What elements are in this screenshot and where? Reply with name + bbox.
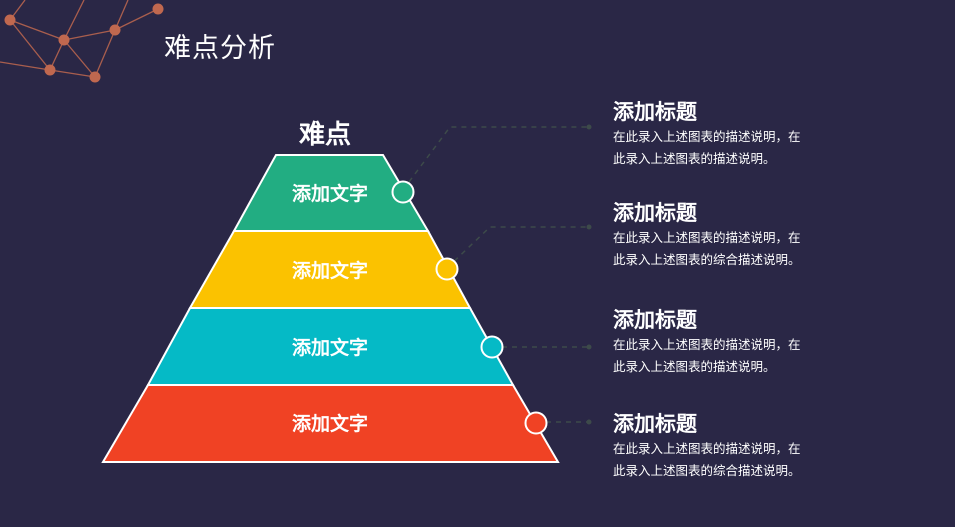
- page-title: 难点分析: [164, 33, 276, 64]
- connector-lines: [402, 126, 588, 423]
- info-item-desc-line: 在此录入上述图表的描述说明，在: [613, 441, 801, 456]
- pyramid-title: 难点: [299, 120, 352, 150]
- info-item-3: 添加标题 在此录入上述图表的描述说明，在 此录入上述图表的描述说明。: [613, 307, 853, 378]
- info-item-1: 添加标题 在此录入上述图表的描述说明，在 此录入上述图表的描述说明。: [613, 99, 853, 170]
- info-item-title: 添加标题: [613, 308, 697, 332]
- info-item-desc-line: 此录入上述图表的综合描述说明。: [613, 252, 801, 267]
- info-item-desc: 在此录入上述图表的描述说明，在 此录入上述图表的描述说明。: [613, 126, 853, 170]
- info-item-desc-line: 此录入上述图表的描述说明。: [613, 151, 776, 166]
- connector-end-dot-3: [586, 344, 592, 350]
- node-circle-4: [524, 411, 548, 435]
- node-circle-2: [435, 257, 459, 281]
- info-item-4: 添加标题 在此录入上述图表的描述说明，在 此录入上述图表的综合描述说明。: [613, 411, 853, 482]
- info-item-desc-line: 在此录入上述图表的描述说明，在: [613, 337, 801, 352]
- network-decoration: [0, 0, 164, 83]
- info-item-title: 添加标题: [613, 412, 697, 436]
- node-circle-1: [391, 180, 415, 204]
- info-item-2: 添加标题 在此录入上述图表的描述说明，在 此录入上述图表的综合描述说明。: [613, 200, 853, 271]
- info-item-desc: 在此录入上述图表的描述说明，在 此录入上述图表的描述说明。: [613, 334, 853, 378]
- connector-line-2: [446, 226, 588, 269]
- node-circle-3: [480, 335, 504, 359]
- connector-end-dot-2: [586, 224, 592, 230]
- connector-end-dot-4: [586, 419, 592, 425]
- layer-label-4: 添加文字: [292, 412, 368, 435]
- layer-label-2: 添加文字: [292, 259, 368, 282]
- info-item-desc-line: 在此录入上述图表的描述说明，在: [613, 230, 801, 245]
- connector-end-dot-1: [586, 124, 592, 130]
- pyramid-layer-4: [101, 384, 560, 463]
- info-item-desc-line: 此录入上述图表的描述说明。: [613, 359, 776, 374]
- info-item-desc-line: 此录入上述图表的综合描述说明。: [613, 463, 801, 478]
- layer-label-3: 添加文字: [292, 336, 368, 359]
- info-item-title: 添加标题: [613, 201, 697, 225]
- layer-label-1: 添加文字: [292, 182, 368, 205]
- info-item-desc: 在此录入上述图表的描述说明，在 此录入上述图表的综合描述说明。: [613, 438, 853, 482]
- info-item-title: 添加标题: [613, 100, 697, 124]
- info-item-desc: 在此录入上述图表的描述说明，在 此录入上述图表的综合描述说明。: [613, 227, 853, 271]
- info-item-desc-line: 在此录入上述图表的描述说明，在: [613, 129, 801, 144]
- connector-line-1: [402, 126, 588, 191]
